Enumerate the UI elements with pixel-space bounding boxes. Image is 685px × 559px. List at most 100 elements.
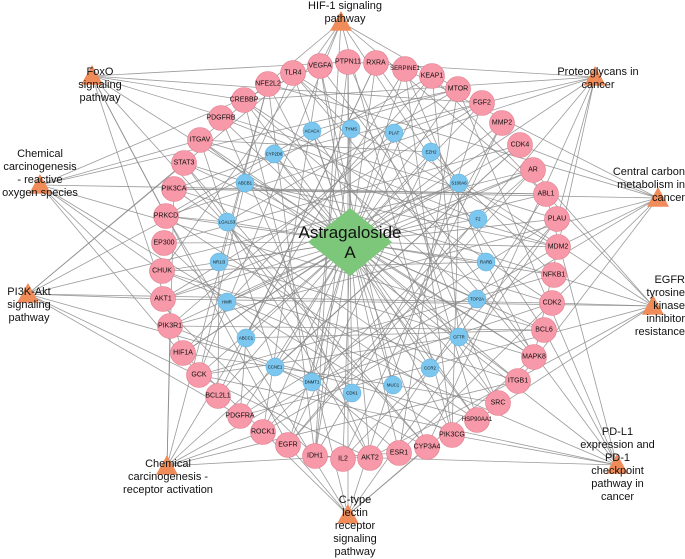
target-node	[507, 132, 533, 158]
pathway-label: C-type lectin receptor signaling pathway	[333, 494, 377, 558]
target-node-label: PDGFRB	[206, 115, 236, 122]
target-node	[392, 56, 418, 82]
inner-node	[341, 119, 361, 139]
edge	[426, 76, 596, 448]
edge	[349, 241, 428, 448]
target-node	[489, 110, 515, 136]
inner-node	[449, 173, 469, 193]
target-node-label: BCL6	[535, 327, 553, 334]
center-compound-node	[308, 208, 392, 276]
edge	[543, 329, 618, 466]
target-node-label: PDGFRA	[225, 413, 255, 420]
pathway-node	[81, 65, 103, 85]
edge	[375, 62, 460, 184]
pathway-node	[584, 66, 606, 86]
target-node-label: GCK	[191, 372, 207, 379]
edge	[226, 221, 371, 459]
inner-node-label: LGALS3	[219, 220, 236, 225]
target-node	[545, 234, 571, 260]
edge	[198, 374, 618, 466]
target-node	[157, 313, 183, 339]
target-node-label: KEAP1	[421, 73, 444, 80]
target-node-label: CDK2	[543, 300, 562, 307]
target-node-label: EP300	[153, 240, 174, 247]
pathway-label: EGFR tyrosine kinase inhibitor resistanc…	[634, 274, 685, 338]
network-graph: HIF1APIK3R1AKT1CHUKEP300PRKCDPIK3CASTAT3…	[17, 11, 669, 524]
inner-node	[265, 357, 285, 377]
target-node	[520, 157, 546, 183]
target-node-label: ITGAV	[190, 137, 211, 144]
edge	[39, 184, 545, 331]
inner-node	[468, 209, 488, 229]
pathway-node	[156, 455, 178, 475]
target-node-label: IL2	[338, 456, 348, 463]
edge	[287, 76, 596, 446]
target-node-label: STAT3	[174, 160, 195, 167]
inner-node-label: S100A6	[451, 181, 467, 186]
inner-node	[421, 142, 441, 162]
inner-node	[302, 121, 322, 141]
pathway-node	[330, 11, 352, 31]
inner-node	[383, 375, 403, 395]
inner-node	[217, 292, 237, 312]
target-node	[531, 317, 557, 343]
inner-node-label: PLAT	[389, 131, 400, 136]
edge	[166, 144, 521, 467]
target-node	[161, 176, 187, 202]
inner-node	[449, 327, 469, 347]
edge	[485, 261, 535, 358]
pathway-label: HIF-1 signaling pathway	[308, 0, 382, 25]
target-node	[231, 87, 257, 113]
target-node	[363, 50, 389, 76]
edge	[398, 88, 459, 454]
target-node-label: MAPK8	[522, 354, 546, 361]
inner-node	[476, 252, 496, 272]
edge	[244, 182, 559, 248]
edge	[39, 184, 453, 436]
edge	[287, 444, 349, 516]
target-node	[539, 290, 565, 316]
edge	[273, 153, 478, 421]
edge	[198, 274, 555, 376]
target-node-label: VEGFA	[308, 63, 332, 70]
edge	[349, 169, 534, 243]
pathway-label: Chemical carcinogenesis - receptor activ…	[123, 458, 213, 496]
target-node-label: PRKCD	[154, 213, 179, 220]
edge	[393, 102, 483, 134]
target-node-label: EGFR	[278, 442, 297, 449]
target-node-label: AR	[528, 167, 538, 174]
pathway-label: PI3K-Akt signaling pathway	[7, 286, 51, 324]
edge	[347, 61, 499, 404]
target-node-label: SRC	[491, 400, 506, 407]
inner-node-label: NR1I3	[213, 260, 226, 265]
pathway-node	[29, 174, 51, 194]
edge	[27, 169, 534, 295]
target-node-label: AKT2	[361, 455, 379, 462]
edge	[27, 293, 164, 300]
target-node	[541, 262, 567, 288]
target-node-label: CYP3A4	[414, 444, 441, 451]
edge	[481, 76, 596, 104]
edge	[431, 75, 460, 338]
edge	[173, 153, 275, 190]
edge	[173, 188, 547, 195]
target-node	[386, 440, 412, 466]
edge	[349, 122, 503, 243]
edge	[91, 61, 349, 77]
edge	[311, 130, 499, 404]
pathway-node	[337, 504, 359, 524]
edge	[199, 139, 618, 466]
edge	[161, 270, 519, 382]
edge	[451, 182, 460, 436]
edge	[166, 246, 559, 467]
target-node-label: BCL2L1	[205, 393, 230, 400]
edge	[198, 336, 460, 376]
target-node-label: ITGB1	[508, 378, 528, 385]
inner-node-label: RARB	[480, 260, 492, 265]
target-node	[521, 344, 547, 370]
pathway-label: Central carbon metabolism in cancer	[612, 166, 685, 204]
edge	[349, 241, 478, 421]
target-node	[250, 419, 276, 445]
edge	[199, 139, 432, 153]
